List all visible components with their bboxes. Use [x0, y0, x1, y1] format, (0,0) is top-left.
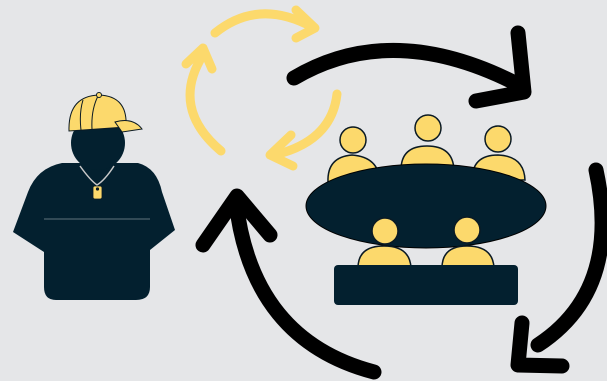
meeting-bench [334, 265, 518, 305]
baseball-cap-icon [69, 93, 142, 133]
small-cycle-arrows-icon [186, 10, 337, 166]
whistle-icon [93, 186, 102, 199]
person-back-2-head [415, 115, 441, 141]
coach-icon [13, 93, 175, 301]
team-meeting-icon [306, 115, 546, 305]
person-front-2-body [442, 246, 494, 268]
person-front-1-body [358, 246, 411, 268]
person-back-3-head [485, 126, 511, 152]
person-front-2-head [454, 217, 480, 243]
meeting-table [306, 164, 546, 248]
person-front-1-head [372, 218, 398, 244]
person-back-1-head [340, 127, 366, 153]
